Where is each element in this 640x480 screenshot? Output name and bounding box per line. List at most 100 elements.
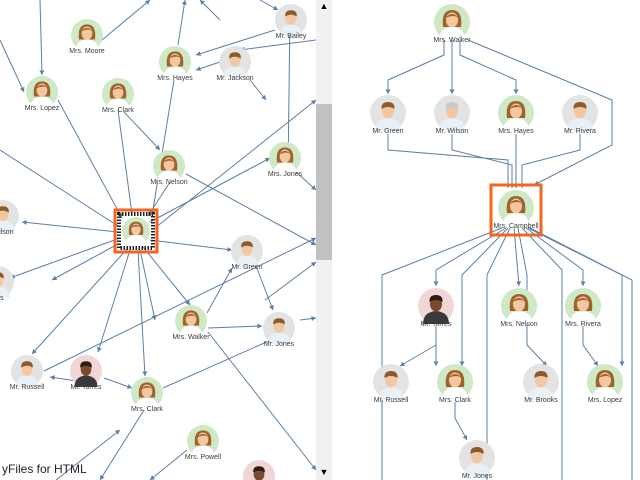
graph-edge [142,246,191,306]
edge-arrowhead [310,237,316,243]
scrollbar-thumb[interactable] [316,104,332,260]
avatar-shirt [135,397,159,409]
avatar-bangs [141,385,153,390]
avatar-shirt [503,118,529,131]
person-node[interactable]: Wilson [0,200,19,236]
graph-edge [149,239,233,251]
person-node[interactable]: Mrs. Rivera [565,288,601,328]
edge-arrowhead [142,371,148,376]
vertical-scrollbar[interactable]: ▲ ▼ [316,0,332,480]
avatar-shirt [106,98,130,110]
person-label: Mrs. Walker [433,37,471,44]
person-node[interactable]: Mr. Green [231,235,263,271]
person-node[interactable] [243,460,275,480]
edge-arrowhead [96,346,102,352]
person-label: Mrs. Clark [102,107,134,114]
graph-edge [239,39,316,51]
edge-arrowhead [181,0,187,5]
edge-arrowhead [264,157,270,163]
graph-edge [207,331,316,471]
edge-arrowhead [261,94,266,100]
person-node[interactable]: Mrs. Nelson [150,150,188,186]
person-node[interactable]: Mrs. Jones [268,142,303,178]
person-node[interactable]: Mr. Russell [10,355,45,391]
graph-edge [264,261,316,301]
person-label: Mrs. Jones [268,171,303,178]
person-node[interactable]: Mr. Jones [263,312,295,348]
person-node[interactable]: oks [0,266,14,302]
person-label: Mr. Rivera [564,128,596,135]
person-node[interactable]: Mrs. Clark [131,377,163,413]
edge-arrowhead [449,89,455,94]
person-node[interactable]: Mr. Wilson [434,95,470,135]
person-node[interactable]: Mr. Bailey [275,4,307,40]
graph-edge [117,109,133,215]
yfiles-watermark: yFiles for HTML [2,462,87,476]
person-node[interactable]: Mrs. Walker [433,4,471,44]
avatar-hair [285,10,297,17]
edge-arrowhead [100,474,105,480]
graph-edge [451,134,513,188]
edge-arrowhead [196,51,202,57]
scroll-up-arrow-icon[interactable]: ▲ [319,1,329,11]
edge-arrowhead [150,475,156,480]
person-node[interactable] [122,217,150,245]
person-node[interactable]: Mrs. Walker [172,305,210,341]
graph-edge [467,39,613,186]
avatar-shirt [442,387,468,400]
avatar-shirt [191,445,215,457]
person-node[interactable]: Mrs. Moore [69,19,105,55]
edge-arrowhead [52,275,58,281]
person-node[interactable]: Mrs. Powell [185,425,222,461]
person-node[interactable]: Mr. Jackson [216,46,254,82]
avatar-bangs [279,150,291,155]
person-node[interactable]: Mrs. Clark [102,78,134,114]
person-node[interactable]: Mrs. Campbell [493,190,539,230]
avatar-shirt [179,325,203,337]
edge-arrowhead [269,304,274,310]
avatar-hair [470,447,484,454]
person-node[interactable]: Mrs. Nelson [500,288,538,328]
person-node[interactable]: Mrs. Hayes [498,95,534,135]
person-node[interactable]: Mr. Russell [373,364,409,404]
edge-arrowhead [114,430,120,435]
person-node[interactable]: Mrs. Lopez [25,76,60,112]
avatar-bangs [163,158,175,163]
person-node[interactable]: Mrs. Clark [437,364,473,404]
graph-edge [459,40,517,94]
edge-arrowhead [400,361,406,366]
person-label: Mrs. Rivera [565,321,601,328]
person-node[interactable]: Mr. Brooks [523,364,559,404]
avatar-hair [253,466,265,473]
person-node[interactable]: Mr. Torres [418,288,454,328]
edge-arrowhead [32,348,37,354]
avatar-shirt [0,220,15,232]
avatar-hair [0,272,4,279]
avatar-shirt [592,387,618,400]
scroll-down-arrow-icon[interactable]: ▼ [319,467,329,477]
person-node[interactable]: Mrs. Hayes [157,46,193,82]
person-node[interactable]: Mr. Jones [459,440,495,480]
person-label: Mr. Jones [264,341,295,348]
graph-edge [0,149,119,227]
avatar-bangs [81,27,93,32]
edge-arrowhead [310,240,316,246]
avatar-shirt [273,162,297,174]
person-node[interactable]: Mr. Torres [70,355,102,391]
graph-edge [103,377,133,389]
person-label: Mr. Russell [374,397,409,404]
person-node[interactable]: Mr. Rivera [562,95,598,135]
avatar-shirt [439,27,465,40]
selected-node-highlight[interactable] [113,208,159,254]
person-node[interactable]: Mr. Green [370,95,406,135]
person-node[interactable]: Mrs. Lopez [587,364,623,404]
graph-edge [381,227,503,480]
person-label: Mr. Russell [10,384,45,391]
selected-node-frame[interactable] [489,183,543,237]
edge-arrowhead [310,185,316,190]
